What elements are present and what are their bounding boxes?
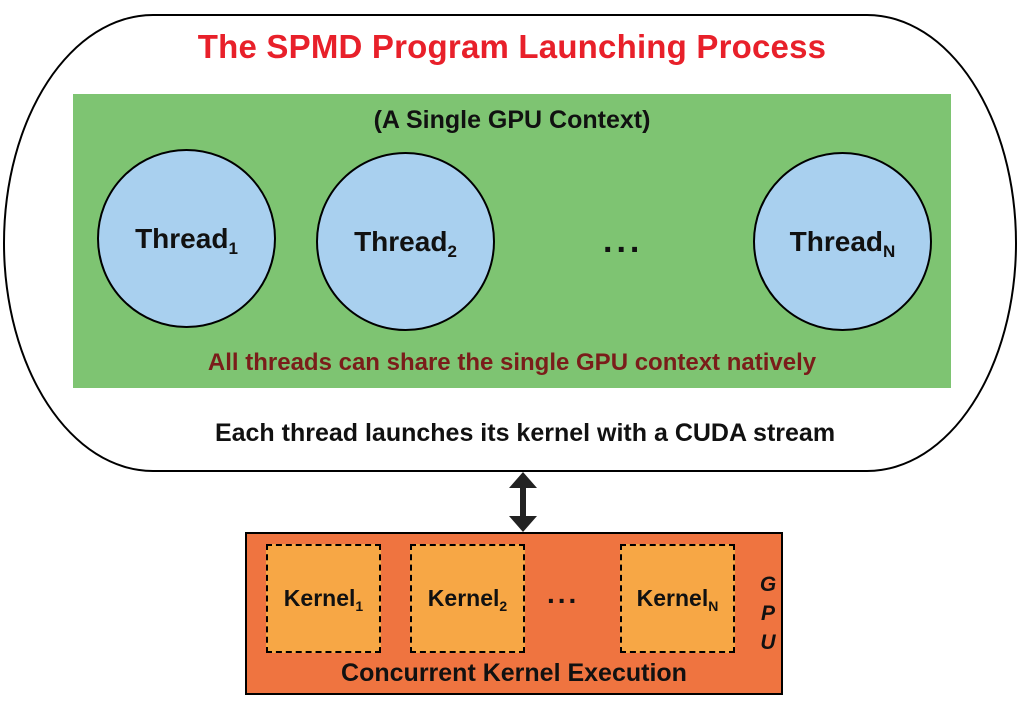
- gpu-context-box: (A Single GPU Context) Thread1 Thread2 .…: [73, 94, 951, 388]
- thread-2-circle: Thread2: [316, 152, 495, 331]
- thread-ellipsis: ...: [603, 222, 644, 260]
- diagram-title: The SPMD Program Launching Process: [197, 28, 827, 65]
- kernel-1-box: Kernel1: [266, 544, 381, 653]
- gpu-box: Kernel1 Kernel2 ... KernelN G P U Concur…: [245, 532, 783, 695]
- thread-n-label: ThreadN: [789, 225, 896, 261]
- thread-2-label: Thread2: [354, 225, 457, 261]
- kernel-2-box: Kernel2: [410, 544, 525, 653]
- gpu-label-letter-u: U: [760, 631, 776, 654]
- gpu-label-letter-g: G: [759, 573, 777, 596]
- bidirectional-arrow-icon: [509, 472, 537, 532]
- gpu-context-label: (A Single GPU Context): [373, 106, 651, 134]
- kernel-2-label: Kernel2: [427, 585, 508, 614]
- thread-1-label: Thread1: [135, 222, 238, 258]
- kernel-n-label: KernelN: [636, 585, 719, 614]
- shared-context-note: All threads can share the single GPU con…: [207, 349, 817, 376]
- cuda-stream-note: Each thread launches its kernel with a C…: [214, 419, 836, 447]
- thread-n-circle: ThreadN: [753, 152, 932, 331]
- kernel-n-box: KernelN: [620, 544, 735, 653]
- kernel-ellipsis: ...: [547, 578, 580, 609]
- gpu-vertical-label: G P U: [757, 570, 779, 657]
- thread-1-circle: Thread1: [97, 149, 276, 328]
- kernel-1-label: Kernel1: [283, 585, 364, 614]
- gpu-label-letter-p: P: [760, 602, 775, 625]
- gpu-caption: Concurrent Kernel Execution: [341, 659, 687, 687]
